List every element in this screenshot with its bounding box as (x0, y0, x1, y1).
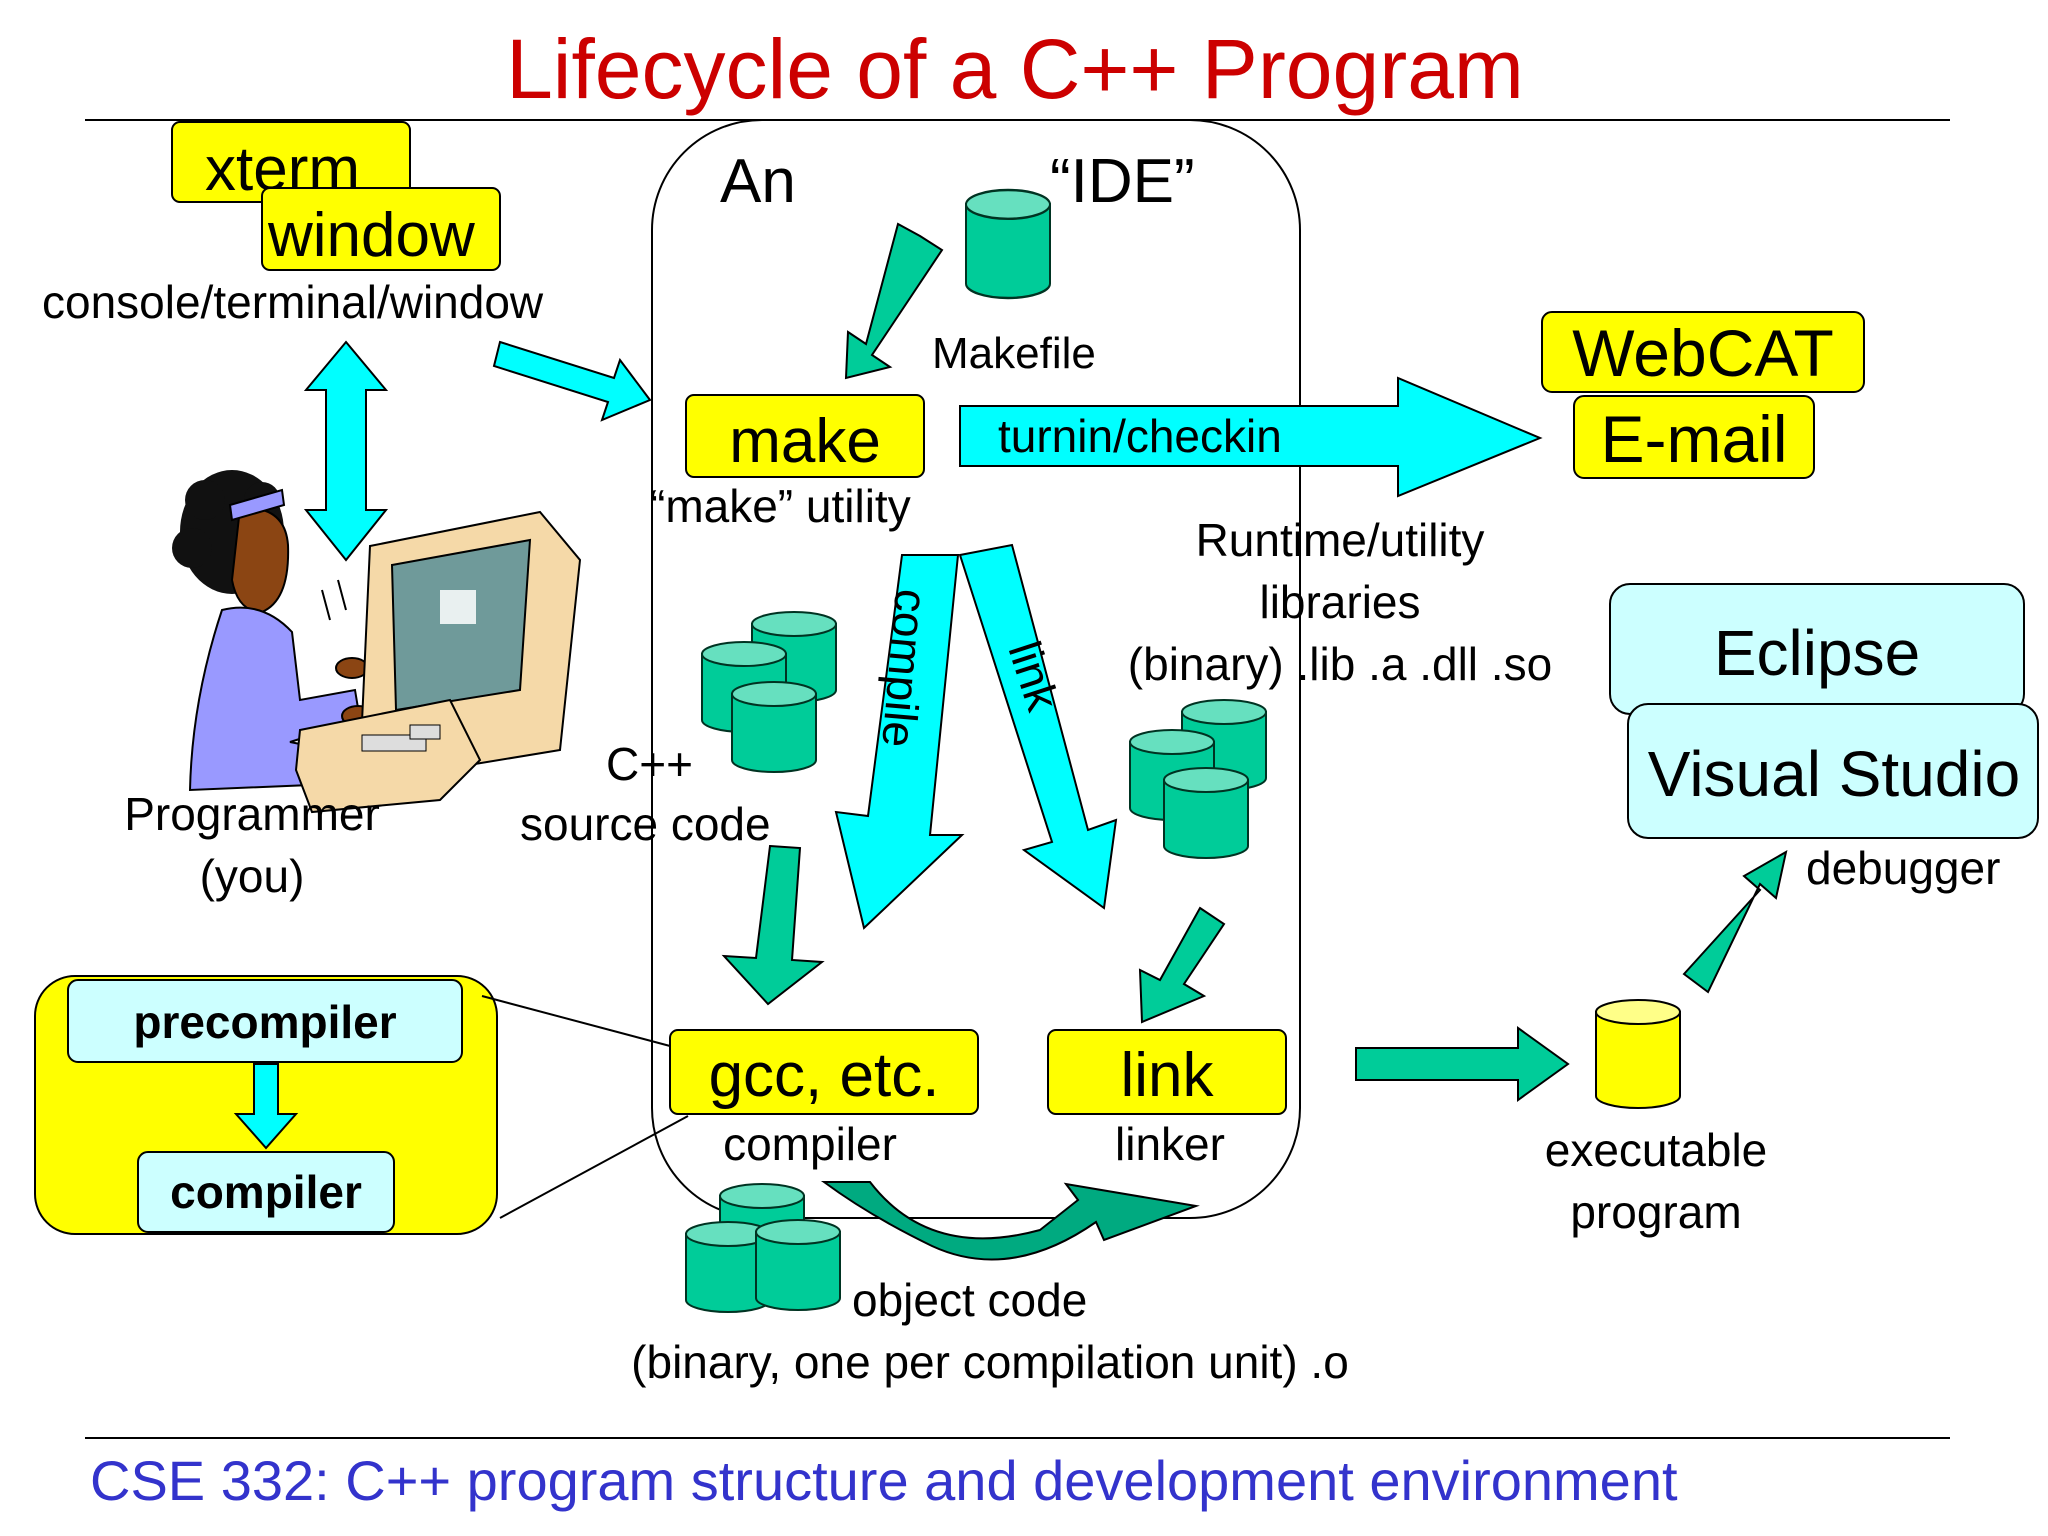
runtime-line1: Runtime/utility (1196, 514, 1485, 566)
ide-label-an: An (720, 147, 796, 216)
gcc-box[interactable] (669, 1029, 979, 1115)
email-label: E-mail (1600, 402, 1787, 476)
source-line2: source code (520, 798, 771, 850)
libraries-to-linker-arrow (1138, 906, 1226, 1024)
makefile-cylinder[interactable] (964, 188, 1052, 300)
gcc-caption: compiler (723, 1118, 897, 1170)
linker-label: link (1120, 1041, 1214, 1110)
terminal-programmer-arrow (303, 340, 389, 562)
visual-studio-box[interactable] (1627, 703, 2039, 839)
webcat-label: WebCAT (1572, 316, 1834, 390)
precompiler-to-compiler-arrow (233, 1063, 299, 1150)
webcat-box[interactable] (1541, 311, 1865, 393)
precompiler-label: precompiler (133, 996, 396, 1048)
compile-arrow (834, 554, 965, 930)
make-box[interactable] (685, 394, 925, 478)
visual-studio-label: Visual Studio (1648, 738, 2020, 810)
makefile-caption: Makefile (932, 329, 1096, 378)
programmer-caption-2: (you) (200, 850, 305, 902)
executable-to-debugger-arrow (1682, 850, 1788, 994)
runtime-library-cylinders (1129, 699, 1267, 859)
source-to-gcc-arrow (721, 844, 825, 1006)
make-caption: “make” utility (650, 480, 911, 532)
link-arrow (958, 543, 1118, 910)
window-label: window (267, 201, 475, 270)
turnin-arrow (959, 376, 1543, 498)
linker-caption: linker (1115, 1118, 1225, 1170)
object-code-cylinders (685, 1183, 841, 1313)
make-label: make (729, 407, 881, 476)
compiler-box[interactable] (137, 1151, 395, 1233)
precompiler-box[interactable] (67, 979, 463, 1063)
runtime-line2: libraries (1259, 576, 1420, 628)
source-line1: C++ (606, 738, 693, 790)
slide-title: Lifecycle of a C++ Program (506, 22, 1524, 116)
turnin-label: turnin/checkin (998, 410, 1282, 462)
callout-line-top (481, 995, 671, 1047)
object-code-line2: (binary, one per compilation unit) .o (631, 1336, 1349, 1388)
executable-cylinder[interactable] (1595, 999, 1681, 1109)
linker-to-executable-arrow (1355, 1026, 1570, 1102)
executable-line2: program (1570, 1186, 1741, 1238)
eclipse-label: Eclipse (1714, 617, 1920, 689)
terminal-caption: console/terminal/window (42, 276, 544, 328)
window-box[interactable] (261, 187, 501, 271)
object-code-line1: object code (852, 1274, 1087, 1326)
callout-line-bottom (499, 1115, 689, 1219)
ide-region (651, 119, 1301, 1219)
source-code-cylinders (701, 611, 837, 773)
ide-label-ide: “IDE” (1050, 147, 1195, 216)
programmer-caption-1: Programmer (124, 788, 380, 840)
slide-footer: CSE 332: C++ program structure and devel… (90, 1449, 1678, 1512)
object-code-curve-arrow (820, 1181, 1200, 1261)
linker-box[interactable] (1047, 1029, 1287, 1115)
makefile-to-make-arrow (844, 222, 944, 380)
gcc-label: gcc, etc. (709, 1041, 940, 1110)
executable-line1: executable (1545, 1124, 1768, 1176)
email-box[interactable] (1573, 395, 1815, 479)
terminal-to-ide-arrow (492, 340, 652, 422)
compiler-label: compiler (170, 1166, 362, 1218)
debugger-caption: debugger (1806, 842, 2000, 894)
runtime-line3: (binary) .lib .a .dll .so (1128, 638, 1552, 690)
programmer-illustration (172, 470, 582, 814)
